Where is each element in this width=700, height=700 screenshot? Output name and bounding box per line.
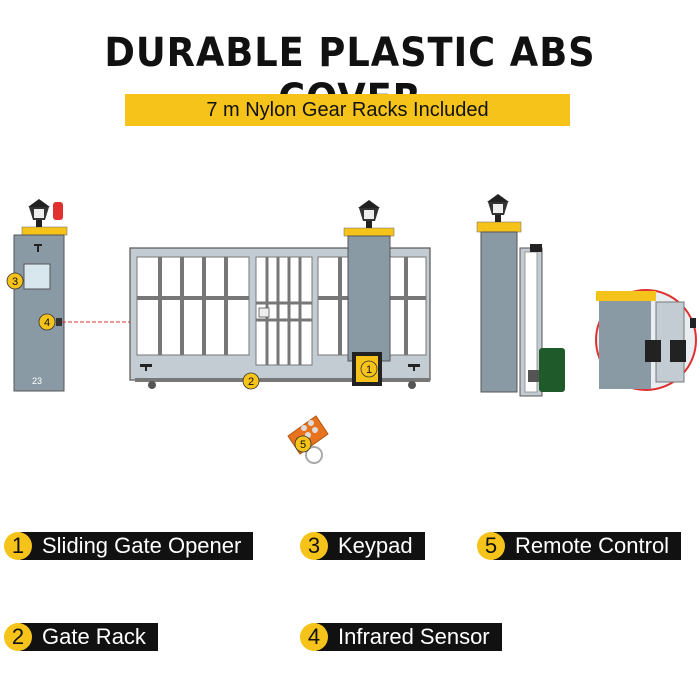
left-pillar: 23 <box>13 199 68 392</box>
legend-item-gate-rack: 2 Gate Rack <box>4 622 158 652</box>
gear-rack <box>135 378 430 382</box>
svg-text:1: 1 <box>366 364 372 376</box>
magnified-detail <box>595 289 697 391</box>
side-view-pillar <box>476 194 565 397</box>
lamp-icon <box>487 194 509 222</box>
middle-pillar <box>343 200 395 386</box>
keypad-icon <box>23 263 51 290</box>
svg-text:5: 5 <box>300 439 306 451</box>
lamp-icon <box>28 199 50 227</box>
callout-5: 5 <box>294 435 312 453</box>
legend-item-infrared-sensor: 4 Infrared Sensor <box>300 622 502 652</box>
gate-system-illustration: 23 <box>6 194 697 464</box>
legend-label: Sliding Gate Opener <box>20 532 254 560</box>
subtitle-banner: 7 m Nylon Gear Racks Included <box>125 94 570 126</box>
callout-4: 4 <box>38 313 56 331</box>
svg-text:4: 4 <box>44 317 50 329</box>
legend-label: Remote Control <box>493 532 682 560</box>
svg-text:2: 2 <box>248 376 254 388</box>
legend-item-sliding-gate-opener: 1 Sliding Gate Opener <box>4 531 254 561</box>
lamp-icon <box>358 200 380 228</box>
sensor-left-icon <box>56 318 62 326</box>
callout-2: 2 <box>242 372 260 390</box>
legend-item-keypad: 3 Keypad <box>300 531 425 561</box>
legend-label: Gate Rack <box>20 623 158 651</box>
legend-item-remote-control: 5 Remote Control <box>477 531 682 561</box>
warning-light-icon <box>53 202 63 220</box>
callout-1: 1 <box>360 360 378 378</box>
legend-number: 3 <box>300 532 328 560</box>
legend-number: 1 <box>4 532 32 560</box>
callout-3: 3 <box>6 272 24 290</box>
legend-number: 4 <box>300 623 328 651</box>
svg-text:3: 3 <box>12 276 18 288</box>
legend-label: Infrared Sensor <box>316 623 502 651</box>
legend-number: 2 <box>4 623 32 651</box>
legend-number: 5 <box>477 532 505 560</box>
pillar-code: 23 <box>32 376 42 386</box>
motor-side-icon <box>539 348 565 392</box>
legend-label: Keypad <box>316 532 425 560</box>
